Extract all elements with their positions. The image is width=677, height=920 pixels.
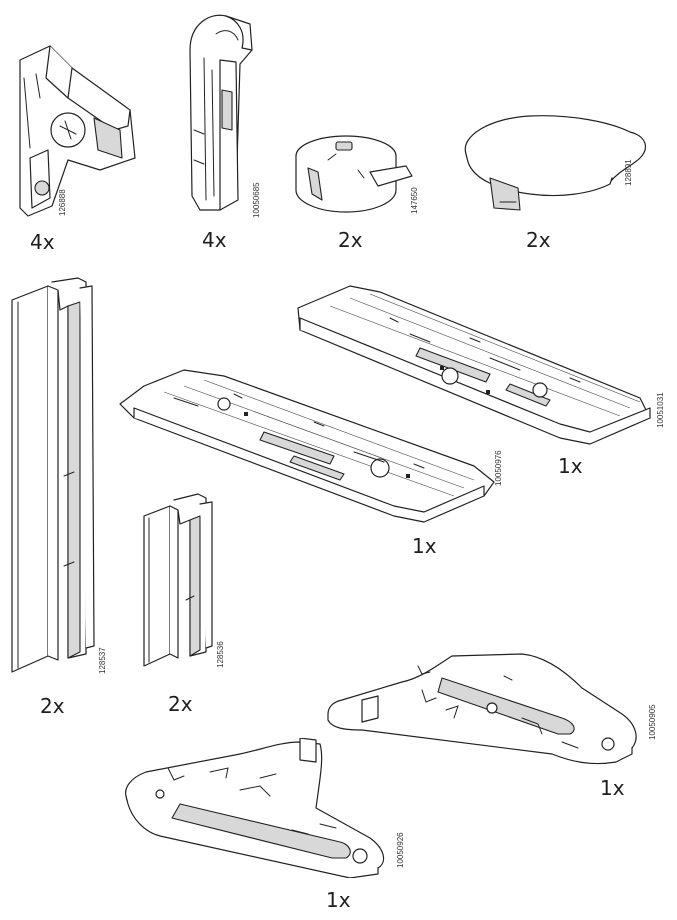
part-code-round-cap: 147650	[410, 187, 419, 214]
part-code-plate-left: 10050926	[396, 832, 405, 868]
quantity-oval-cover: 2x	[526, 228, 551, 252]
oval-cover-icon	[464, 115, 647, 211]
quantity-runner-left: 1x	[412, 534, 437, 558]
round-cap-icon	[295, 135, 413, 213]
drawer-runner-icon	[297, 285, 651, 445]
quantity-round-cap: 2x	[338, 228, 363, 252]
part-code-vertical-clip: 10050685	[252, 182, 261, 218]
mounting-plate-icon	[327, 653, 637, 765]
quantity-plate-left: 1x	[326, 888, 351, 912]
part-code-short-rail: 128536	[216, 641, 225, 668]
mounting-plate-icon	[125, 738, 385, 878]
short-rail-profile-icon	[143, 493, 213, 667]
part-long-rail: 128537 2x	[8, 276, 118, 722]
part-oval-cover: 128891 2x	[460, 108, 650, 254]
part-code-runner-right: 10051031	[656, 392, 665, 428]
part-round-cap: 147650 2x	[288, 128, 428, 254]
quantity-plate-right: 1x	[600, 776, 625, 800]
quantity-long-rail: 2x	[40, 694, 65, 718]
part-vertical-clip: 10050685 4x	[180, 10, 280, 252]
part-code-oval-cover: 128891	[624, 159, 633, 186]
part-clip-bracket: 126888 4x	[10, 38, 150, 256]
part-code-plate-right: 10050905	[648, 704, 657, 740]
quantity-clip-bracket: 4x	[30, 230, 55, 254]
part-plate-left: 10050926 1x	[120, 738, 410, 914]
part-code-clip-bracket: 126888	[58, 189, 67, 216]
part-runner-right: 10051031 1x	[290, 278, 670, 478]
clip-bracket-icon	[19, 45, 136, 217]
quantity-runner-right: 1x	[558, 454, 583, 478]
quantity-vertical-clip: 4x	[202, 228, 227, 252]
part-code-long-rail: 128537	[98, 647, 107, 674]
part-short-rail: 128536 2x	[140, 490, 230, 722]
quantity-short-rail: 2x	[168, 692, 193, 716]
part-runner-left: 10050976 1x	[114, 356, 504, 560]
part-code-runner-left: 10050976	[494, 450, 503, 486]
long-rail-profile-icon	[11, 277, 95, 673]
part-plate-right: 10050905 1x	[322, 648, 662, 802]
vertical-clip-icon	[189, 14, 253, 211]
drawer-runner-icon	[119, 369, 495, 523]
